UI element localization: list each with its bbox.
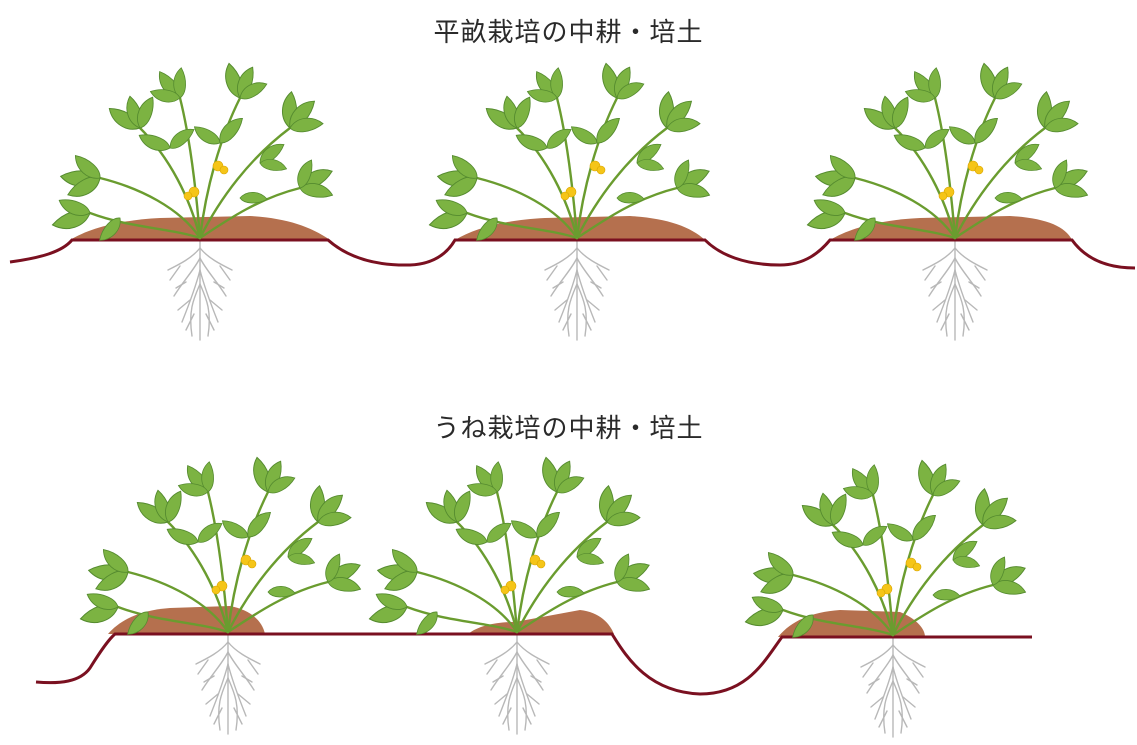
bottom-roots xyxy=(195,633,926,738)
top-title: 平畝栽培の中耕・培土 xyxy=(433,18,704,48)
soybean-plant-icon xyxy=(806,62,1090,244)
top-ground-line xyxy=(9,238,1136,270)
root-system-icon xyxy=(195,633,261,735)
root-system-icon xyxy=(544,239,610,341)
soil-mound xyxy=(468,610,614,634)
soybean-plant-icon xyxy=(744,459,1028,641)
soil-mound xyxy=(455,216,705,240)
soybean-plant-icon xyxy=(51,62,335,244)
bottom-title: うね栽培の中耕・培土 xyxy=(433,414,704,444)
top-plants xyxy=(51,62,1090,244)
root-system-icon xyxy=(922,239,988,341)
soybean-plant-icon xyxy=(428,62,712,244)
soybean-plant-icon xyxy=(368,456,652,638)
bottom-ground-line xyxy=(35,632,1032,696)
root-system-icon xyxy=(484,633,550,735)
root-system-icon xyxy=(860,636,926,738)
top-roots xyxy=(167,239,988,341)
soil-mound xyxy=(830,216,1072,240)
soybean-plant-icon xyxy=(79,456,363,638)
root-system-icon xyxy=(167,239,233,341)
